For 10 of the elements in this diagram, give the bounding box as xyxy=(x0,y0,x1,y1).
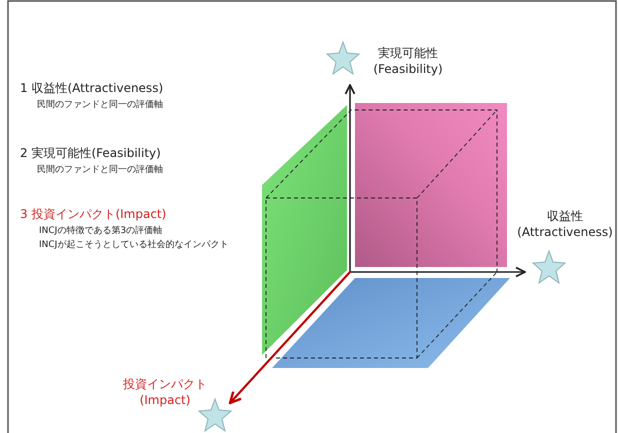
description-text: INCJが起こそうとしている社会的なインパクト xyxy=(39,238,228,251)
description-text: 民間のファンドと同一の評価軸 xyxy=(37,98,163,111)
list-heading: 1 収益性(Attractiveness) xyxy=(20,80,164,97)
axis-label: 実現可能性 (Feasibility) xyxy=(372,45,444,76)
axis-label: 収益性 (Attractiveness) xyxy=(516,208,614,239)
description-text: INCJの特徴である第3の評価軸 xyxy=(39,224,162,237)
axis-label: 投資インパクト (Impact) xyxy=(122,376,208,407)
list-heading: 2 実現可能性(Feasibility) xyxy=(20,145,161,162)
list-heading: 3 投資インパクト(Impact) xyxy=(20,206,166,223)
description-text: 民間のファンドと同一の評価軸 xyxy=(37,164,163,176)
